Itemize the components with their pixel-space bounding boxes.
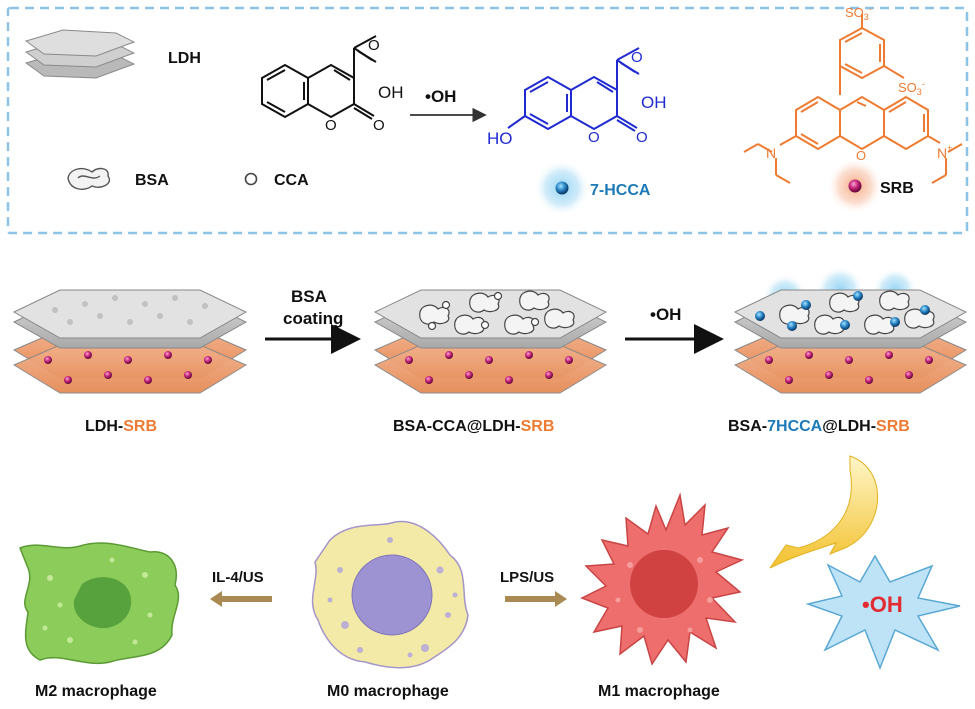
srb-n-left: N	[766, 145, 776, 161]
reaction-reagent: •OH	[425, 87, 456, 106]
label-bsa-7hcca-ldh-srb: BSA-7HCCA@LDH-SRB	[728, 418, 910, 435]
m2-macrophage-cell	[19, 542, 180, 664]
hcca-carbonyl-o: O	[636, 129, 648, 146]
legend-srb-label: SRB	[880, 180, 914, 197]
label-ldh-srb: LDH-SRB	[85, 418, 157, 435]
ldh-srb-stack	[12, 289, 248, 394]
bsa-cca-ldh-srb-stack	[373, 289, 608, 394]
step1-label-line2: coating	[283, 309, 343, 328]
srb-so3-top: SO3-	[845, 4, 872, 22]
m0-macrophage-cell	[311, 520, 469, 669]
hcca-structure	[507, 47, 640, 132]
m1-macrophage-cell	[580, 492, 745, 666]
bsa-7hcca-ldh-srb-stack	[733, 266, 968, 394]
legend-ldh-label: LDH	[168, 50, 201, 67]
to-m2-label: IL-4/US	[212, 569, 264, 586]
legend-hcca-label: 7-HCCA	[590, 182, 651, 199]
srb-so3-side: SO3-	[898, 79, 925, 97]
step1-label-line1: BSA	[291, 287, 327, 306]
hcca-ho-label: HO	[487, 129, 513, 148]
oh-burst-label: •OH	[862, 592, 903, 617]
srb-ring-o: O	[856, 148, 866, 163]
cca-icon	[244, 172, 258, 186]
to-m1-label: LPS/US	[500, 569, 554, 586]
cca-o-top: O	[368, 37, 380, 54]
hcca-ring-o: O	[588, 129, 600, 146]
cca-oh-label: OH	[378, 83, 404, 102]
cca-structure	[261, 35, 377, 120]
label-m1: M1 macrophage	[598, 683, 720, 700]
label-m0: M0 macrophage	[327, 683, 449, 700]
step2-label: •OH	[650, 305, 681, 324]
srb-n-plus: N+	[937, 143, 952, 161]
to-m1-arrow	[505, 591, 567, 607]
legend-bsa-label: BSA	[135, 172, 169, 189]
hcca-oh-label: OH	[641, 93, 667, 112]
ldh-icon	[24, 29, 136, 79]
label-m2: M2 macrophage	[35, 683, 157, 700]
cca-carbonyl-o: O	[373, 117, 385, 134]
hcca-o-top: O	[631, 49, 643, 66]
curved-arrow	[769, 455, 879, 569]
bsa-icon	[67, 167, 111, 190]
to-m2-arrow	[210, 591, 272, 607]
srb-ball-icon	[848, 179, 862, 193]
srb-structure	[743, 14, 963, 184]
label-bsa-cca-ldh-srb: BSA-CCA@LDH-SRB	[393, 418, 554, 435]
oh-burst	[805, 554, 961, 671]
hcca-ball-icon	[555, 181, 569, 195]
cca-ring-o: O	[325, 117, 337, 134]
legend-cca-label: CCA	[274, 172, 309, 189]
legend-box	[6, 6, 969, 235]
